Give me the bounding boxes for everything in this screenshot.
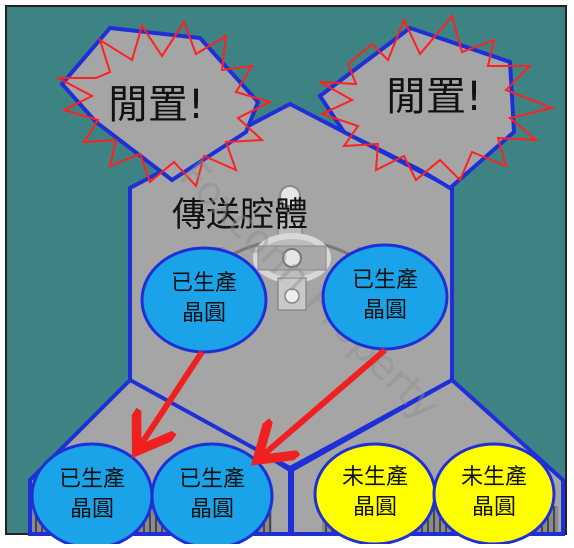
wafer-label-line1: 已生產: [59, 467, 125, 492]
wafer-top-left: 已生產 晶圓: [140, 246, 268, 354]
transfer-arrow-right: [262, 347, 387, 456]
wafer-label-line1: 未生產: [342, 465, 408, 490]
wafer-label-line2: 晶圓: [363, 298, 407, 323]
wafer-label-line2: 晶圓: [353, 495, 397, 520]
process-chamber-right: [317, 25, 517, 191]
wafer-label-line1: 未生產: [461, 465, 527, 490]
wafer-top-right: 已生產 晶圓: [321, 243, 449, 351]
idle-burst-right: [319, 13, 556, 182]
transfer-arrow-left: [140, 350, 205, 446]
idle-label-left: 閒置!: [108, 82, 204, 128]
transfer-chamber-label: 傳送腔體: [172, 195, 308, 235]
wafer-label-line2: 晶圓: [190, 497, 234, 522]
wafer-label-line1: 已生產: [179, 467, 245, 492]
wafer-label-line2: 晶圓: [472, 495, 516, 520]
wafer-bottom-2: 已生產 晶圓: [150, 442, 274, 548]
wafer-label-line1: 已生產: [171, 271, 237, 296]
idle-label-right: 閒置!: [386, 74, 482, 120]
wafer-bottom-1: 已生產 晶圓: [30, 442, 154, 548]
process-chamber-left: [59, 25, 261, 183]
idle-burst-left: [57, 19, 273, 189]
wafer-label-line2: 晶圓: [182, 301, 226, 326]
wafer-label-line1: 已生產: [352, 268, 418, 293]
wafer-label-line2: 晶圓: [70, 497, 114, 522]
wafer-bottom-3: 未生產 晶圓: [313, 442, 437, 546]
wafer-bottom-4: 未生產 晶圓: [432, 442, 556, 546]
